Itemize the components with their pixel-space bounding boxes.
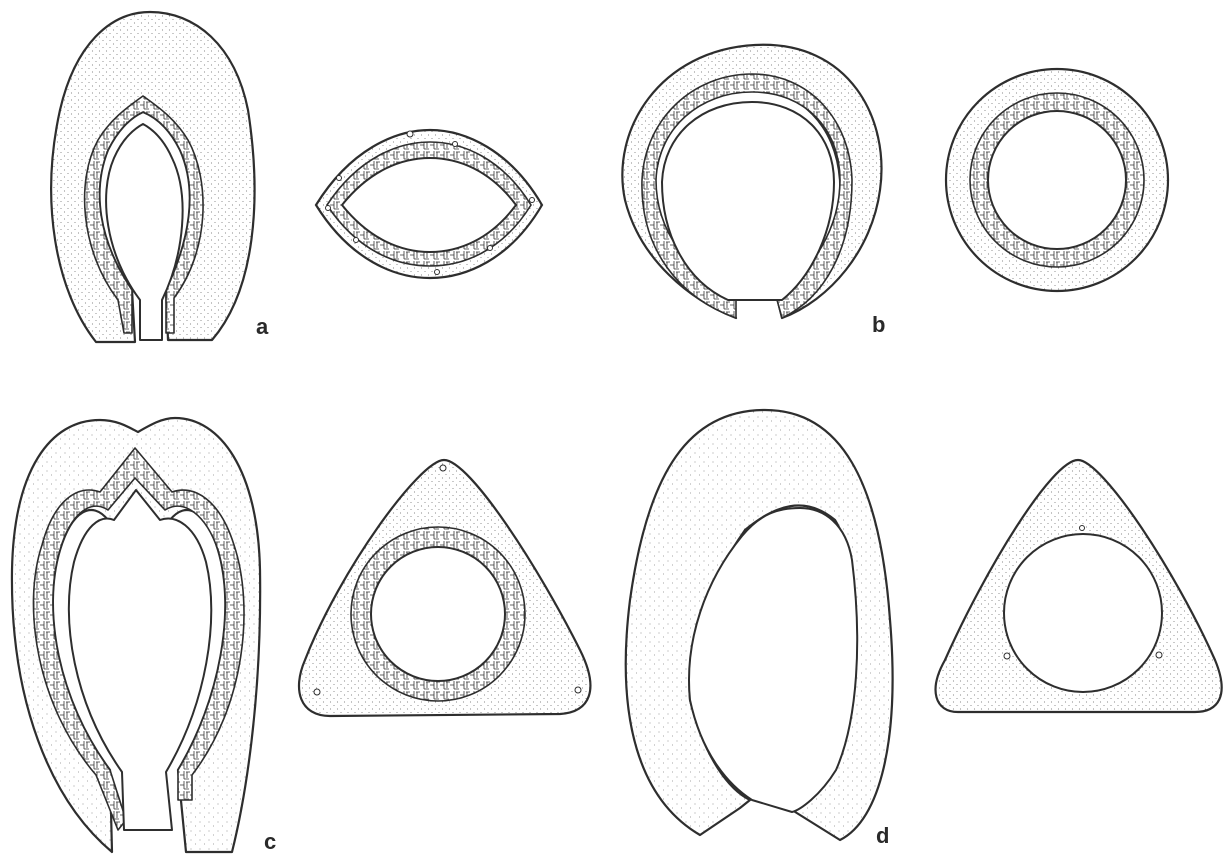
panel-a bbox=[51, 12, 542, 342]
panel-d bbox=[626, 410, 1222, 840]
panel-b-longitudinal-section bbox=[622, 45, 881, 318]
inner-cavity bbox=[988, 111, 1126, 249]
pore bbox=[354, 238, 359, 243]
panel-a-cross-section bbox=[316, 130, 542, 278]
panel-label-a: a bbox=[256, 314, 268, 340]
panel-b bbox=[622, 45, 1168, 318]
pore bbox=[440, 465, 446, 471]
panel-label-d: d bbox=[876, 823, 889, 849]
panel-d-longitudinal-section bbox=[626, 410, 893, 840]
pore bbox=[1004, 653, 1010, 659]
pore bbox=[407, 131, 413, 137]
pore bbox=[488, 246, 493, 251]
pore bbox=[1080, 526, 1085, 531]
pore bbox=[337, 176, 342, 181]
pore bbox=[453, 142, 458, 147]
pore bbox=[530, 198, 535, 203]
panel-d-cross-section bbox=[936, 460, 1222, 712]
pore bbox=[435, 270, 440, 275]
inner-cavity bbox=[1004, 534, 1162, 692]
inner-cavity bbox=[371, 547, 505, 681]
panel-c-cross-section bbox=[299, 460, 590, 716]
pore bbox=[326, 206, 331, 211]
panel-b-cross-section bbox=[946, 69, 1168, 291]
panel-label-c: c bbox=[264, 829, 276, 855]
panel-c-longitudinal-section bbox=[12, 418, 260, 852]
panel-c bbox=[12, 418, 590, 852]
pore bbox=[575, 687, 581, 693]
panel-label-b: b bbox=[872, 312, 885, 338]
pore bbox=[1156, 652, 1162, 658]
panel-a-longitudinal-section bbox=[51, 12, 254, 342]
pore bbox=[314, 689, 320, 695]
